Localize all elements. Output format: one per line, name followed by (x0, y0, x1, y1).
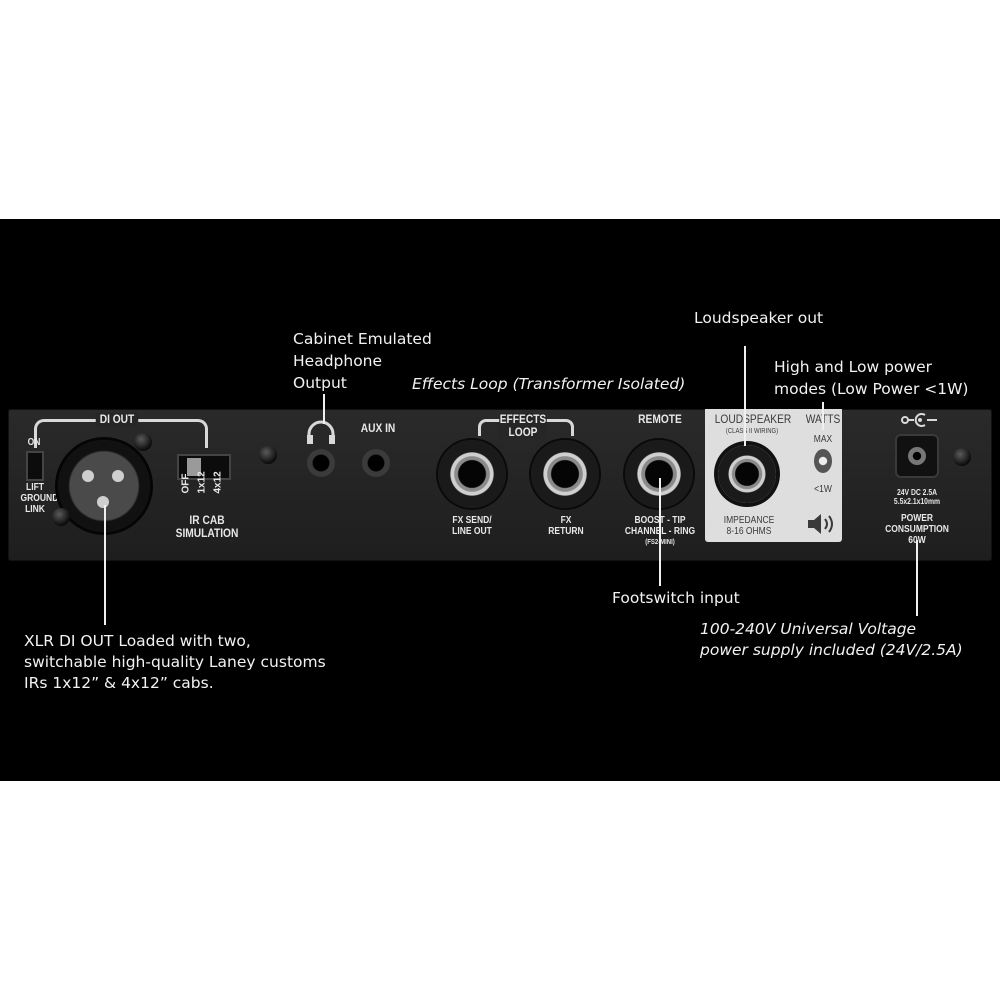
callout-effects-loop: Effects Loop (Transformer Isolated) (412, 375, 686, 393)
label-line: 8-16 OHMS (726, 526, 772, 537)
label-line: GROUND (20, 493, 59, 504)
label-line: RETURN (548, 526, 584, 537)
callout-line: IRs 1x12” & 4x12” cabs. (24, 674, 214, 692)
remote-label: REMOTE (638, 412, 682, 426)
callout-loudspeaker-out: Loudspeaker out (694, 309, 824, 327)
screw-icon (259, 446, 277, 464)
callout-line: Cabinet Emulated (293, 330, 432, 348)
callout-cabinet-headphone: Cabinet Emulated Headphone Output (293, 328, 432, 394)
callout-line: Output (293, 374, 347, 392)
xlr-pin (82, 470, 94, 482)
leader-line-power-modes (822, 402, 824, 430)
callout-line: 100-240V Universal Voltage (700, 620, 917, 638)
loudspeaker-label: LOUDSPEAKER (714, 412, 792, 426)
aux-in-label: AUX IN (360, 421, 396, 435)
leader-line-loudspeaker (744, 346, 746, 446)
lift-ground-link-label: LIFT GROUND LINK (20, 482, 59, 515)
xlr-pin (97, 496, 109, 508)
callout-footswitch: Footswitch input (612, 589, 740, 607)
callout-psu: 100-240V Universal Voltage power supply … (700, 619, 963, 661)
watts-toggle-switch[interactable] (814, 449, 832, 473)
label-line: LIFT (26, 482, 44, 493)
callout-line: power supply included (24V/2.5A) (700, 641, 963, 659)
label-line: IR CAB (189, 513, 225, 527)
low-power-label: <1W (814, 484, 832, 495)
leader-line-footswitch (659, 478, 661, 586)
ir-option-4x12: 4x12 (212, 471, 224, 494)
callout-power-modes: High and Low power modes (Low Power <1W) (774, 356, 968, 400)
callout-line: modes (Low Power <1W) (774, 380, 969, 398)
dc-polarity-icon (901, 413, 937, 427)
label-line: SIMULATION (175, 526, 239, 540)
callout-xlr-di-out: XLR DI OUT Loaded with two, switchable h… (24, 631, 326, 694)
effects-loop-label: EFFECTS LOOP (499, 413, 547, 439)
fx-send-jack[interactable] (438, 440, 506, 508)
leader-line-xlr (104, 505, 106, 625)
label-line: LINK (25, 504, 45, 515)
callout-line: Headphone (293, 352, 383, 370)
headphone-jack[interactable] (307, 449, 335, 477)
dc-power-input[interactable] (897, 436, 937, 476)
screw-icon (953, 448, 971, 466)
label-line: EFFECTS (499, 412, 547, 426)
loudspeaker-jack[interactable] (718, 445, 776, 503)
leader-line-psu (916, 540, 918, 616)
label-line: POWER (900, 513, 934, 524)
label-line: CONSUMPTION (885, 524, 949, 535)
fx-send-label: FX SEND/ LINE OUT (441, 515, 502, 537)
label-line: 5.5x2.1x10mm (893, 497, 941, 506)
xlr-pin (112, 470, 124, 482)
ir-option-1x12: 1x12 (196, 471, 208, 494)
aux-in-jack[interactable] (362, 449, 390, 477)
fx-return-label: FX RETURN (535, 515, 596, 537)
label-line: 24V DC 2.5A (896, 488, 938, 497)
speaker-icon (808, 514, 833, 534)
screw-icon (134, 433, 152, 451)
fx-return-jack[interactable] (531, 440, 599, 508)
di-out-label: DI OUT (95, 413, 139, 426)
max-label: MAX (813, 434, 833, 445)
impedance-label: IMPEDANCE 8-16 OHMS (721, 515, 777, 537)
switch-handle (187, 458, 201, 476)
leader-line-headphone (323, 394, 325, 424)
callout-line: High and Low power (774, 358, 932, 376)
ir-cab-switch[interactable] (177, 454, 231, 480)
label-line: LINE OUT (452, 526, 492, 537)
on-label: ON (27, 437, 41, 448)
callout-line: XLR DI OUT Loaded with two, (24, 632, 251, 650)
ground-lift-switch[interactable] (26, 451, 44, 481)
ir-option-off: OFF (180, 473, 192, 494)
ir-cab-simulation-label: IR CAB SIMULATION (174, 514, 240, 540)
callout-line: switchable high-quality Laney customs (24, 653, 326, 671)
dc-rating-label: 24V DC 2.5A 5.5x2.1x10mm (886, 488, 949, 506)
label-line: FX (560, 515, 572, 526)
class-ii-label: (CLASS II WIRING) (725, 428, 779, 435)
label-line: IMPEDANCE (723, 515, 775, 526)
label-line: LOOP (508, 425, 538, 439)
headphone-icon (307, 420, 335, 444)
screw-icon (52, 508, 70, 526)
label-line: FX SEND/ (452, 515, 492, 526)
